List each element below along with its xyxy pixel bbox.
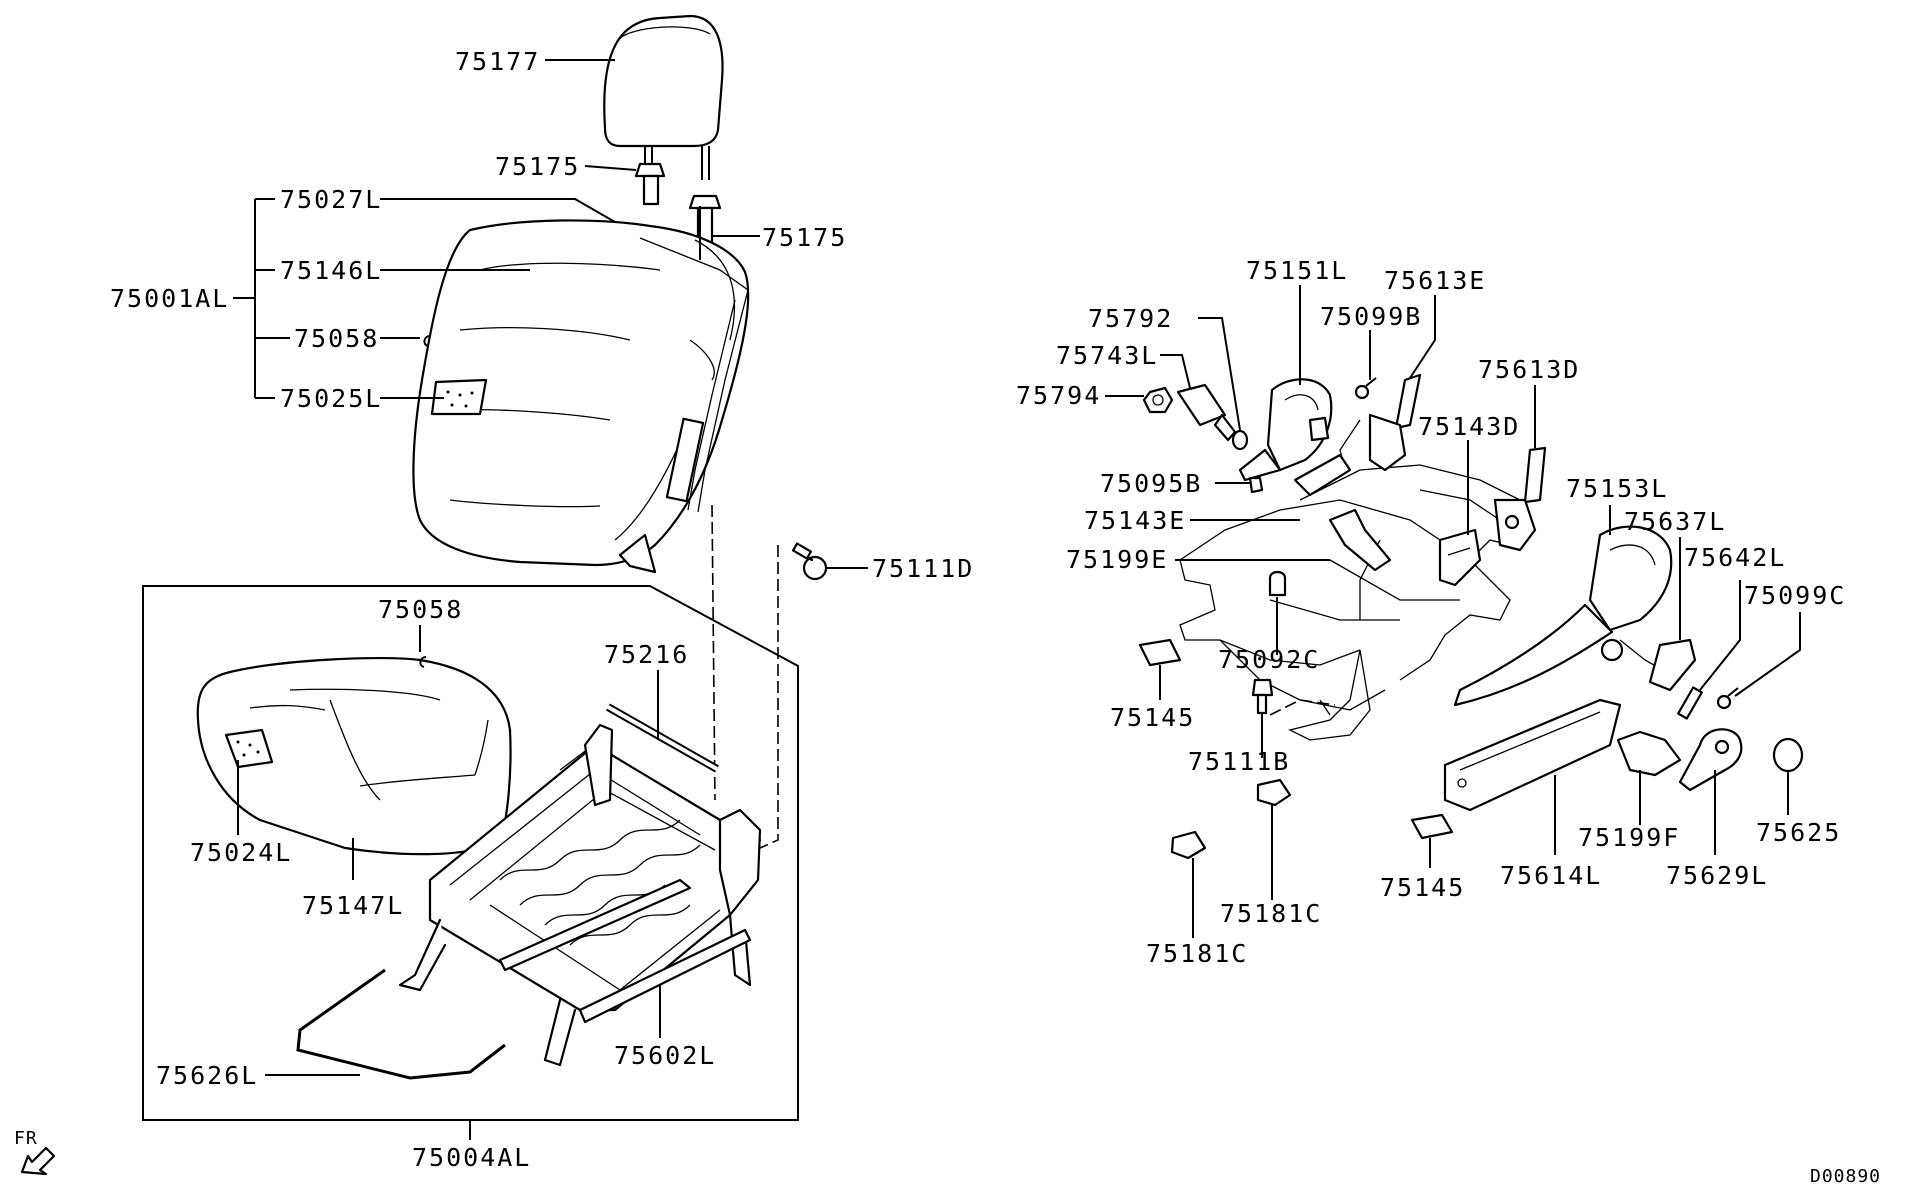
label-75143D: 75143D (1418, 412, 1520, 441)
clip-75092c-part (1268, 570, 1287, 597)
rod-75216-part (606, 703, 719, 773)
label-75181Ca: 75181C (1220, 899, 1322, 928)
label-75642L: 75642L (1684, 543, 1786, 572)
label-75058a: 75058 (294, 324, 379, 353)
label-75199F: 75199F (1578, 823, 1680, 852)
bracket-75199f-part (1616, 730, 1682, 777)
leader-75613E (1409, 295, 1436, 379)
headrest-part (603, 14, 724, 180)
label-75613E: 75613E (1384, 266, 1486, 295)
bracket-75151l-part (1238, 378, 1333, 482)
bolt-75111b-part (1251, 678, 1274, 715)
label-75177: 75177 (455, 47, 540, 76)
label-75637L: 75637L (1624, 507, 1726, 536)
cap-75625-part (1772, 737, 1804, 773)
label-75199E: 75199E (1066, 545, 1168, 574)
bolt-75099b-part (1354, 377, 1377, 400)
leader-75743L (1160, 354, 1191, 389)
label-75602L: 75602L (614, 1041, 716, 1070)
label-75613D: 75613D (1478, 355, 1580, 384)
front-direction-label: FR (14, 1128, 38, 1149)
label-75092C: 75092C (1218, 645, 1320, 674)
hog-ring-clip-cushion (419, 656, 427, 668)
buckle-75743l-part (1176, 383, 1237, 442)
hog-ring-clip-back (423, 335, 431, 347)
pin-75642l-part (1677, 686, 1703, 720)
arm-75613d-part (1493, 446, 1547, 552)
seat-back-part (412, 206, 750, 574)
label-75024L: 75024L (190, 838, 292, 867)
leader-75792 (1198, 317, 1241, 431)
dashed-line-75111B (1269, 699, 1336, 716)
seat-back-heater-pad (430, 378, 488, 416)
wire-75626l-part (296, 968, 506, 1080)
label-75794: 75794 (1016, 381, 1101, 410)
label-75058b: 75058 (378, 595, 463, 624)
label-75151L: 75151L (1246, 256, 1348, 285)
screw-75099c-part (1716, 687, 1739, 710)
recliner-cover-75153l-part (1453, 525, 1681, 707)
label-75143E: 75143E (1084, 506, 1186, 535)
bolt-75111d-part (791, 542, 828, 581)
leader-75642L (1699, 580, 1741, 691)
label-75145b: 75145 (1380, 873, 1465, 902)
seat-cushion-heater-pad (224, 728, 274, 769)
label-75146L: 75146L (280, 256, 382, 285)
cap-75145-lower-part (1410, 813, 1454, 840)
label-75629L: 75629L (1666, 861, 1768, 890)
lever-75629l-part (1678, 728, 1743, 792)
label-75025L: 75025L (280, 384, 382, 413)
washer-75792-part (1231, 429, 1249, 451)
leader-75099C (1734, 612, 1801, 697)
label-75153L: 75153L (1566, 474, 1668, 503)
cover-75637l-part (1648, 638, 1697, 692)
arm-75613e-part (1339, 373, 1422, 472)
label-75001AL: 75001AL (110, 284, 229, 313)
diagram-code: D00890 (1810, 1166, 1881, 1187)
label-75614L: 75614L (1500, 861, 1602, 890)
headrest-guide-part (634, 162, 722, 244)
label-75099C: 75099C (1744, 581, 1846, 610)
leader-75175a (584, 165, 637, 171)
label-75625: 75625 (1756, 818, 1841, 847)
clip-75181c-lower-part (1170, 830, 1207, 860)
dashed-line-back-to-frame (711, 504, 716, 801)
label-75181Cb: 75181C (1146, 939, 1248, 968)
seat-cushion-part (196, 656, 512, 856)
rail-cover-75614l-part (1443, 698, 1622, 812)
label-75216: 75216 (604, 640, 689, 669)
seat-cushion-group-box (142, 585, 799, 1121)
clip-75095b-part (1248, 476, 1264, 494)
label-75175b: 75175 (762, 223, 847, 252)
label-75027L: 75027L (280, 185, 382, 214)
label-75743L: 75743L (1056, 341, 1158, 370)
bracket-75143d-part (1438, 528, 1482, 587)
label-75004AL: 75004AL (412, 1143, 531, 1172)
front-direction-arrow-icon (20, 1146, 56, 1176)
label-75145a: 75145 (1110, 703, 1195, 732)
label-75626L: 75626L (156, 1061, 258, 1090)
leader-75027L (380, 198, 616, 223)
label-75792: 75792 (1088, 304, 1173, 333)
clip-75181c-upper-part (1256, 778, 1292, 807)
label-75147L: 75147L (302, 891, 404, 920)
label-75099B: 75099B (1320, 302, 1422, 331)
label-75095B: 75095B (1100, 469, 1202, 498)
label-75111B: 75111B (1188, 747, 1290, 776)
bracket-75143e-part (1293, 453, 1352, 497)
dashed-line-bolt-75111D (759, 545, 779, 849)
bracket-75199e-part (1328, 508, 1392, 572)
cap-75145-upper-part (1138, 638, 1182, 667)
nut-75794-part (1142, 386, 1174, 414)
seat-frame-part (398, 723, 762, 1067)
label-75175a: 75175 (495, 152, 580, 181)
label-75111D: 75111D (872, 554, 974, 583)
